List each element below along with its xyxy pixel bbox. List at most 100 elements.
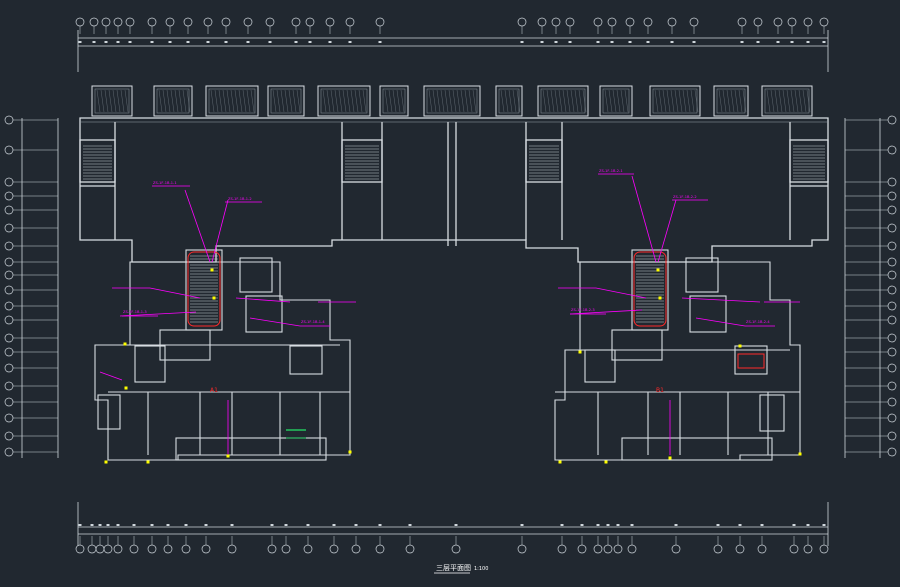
- right-axis-bubbles: [845, 115, 897, 457]
- axis-bubble: [4, 241, 14, 251]
- left-stair-core: [190, 255, 218, 323]
- axis-bubble: [671, 544, 681, 554]
- axis-bubble: [787, 17, 797, 27]
- balcony-window: [379, 85, 409, 117]
- axis-bubble: [643, 17, 653, 27]
- axis-bubble: [101, 17, 111, 27]
- drawing-scale: 1:100: [474, 566, 488, 572]
- axis-bubble: [4, 177, 14, 187]
- balcony-window-blocks: [91, 85, 813, 117]
- axis-bubble: [819, 544, 829, 554]
- axis-bubble: [4, 363, 14, 373]
- stair-treads: [83, 145, 825, 180]
- axis-bubble: [4, 257, 14, 267]
- axis-bubble: [607, 17, 617, 27]
- axis-bubble: [887, 447, 897, 457]
- axis-bubble: [887, 257, 897, 267]
- axis-bubble: [887, 301, 897, 311]
- axis-bubble: [887, 270, 897, 280]
- axis-bubble: [113, 17, 123, 27]
- axis-bubble: [163, 544, 173, 554]
- axis-bubble: [593, 544, 603, 554]
- axis-bubble: [4, 397, 14, 407]
- axis-bubble: [4, 115, 14, 125]
- axis-bubble: [4, 431, 14, 441]
- axis-bubble: [803, 17, 813, 27]
- axis-bubble: [4, 145, 14, 155]
- right-annotation-1: ZS-1F-1B-2-1: [599, 169, 623, 173]
- balcony-window: [713, 85, 749, 117]
- balcony-window: [537, 85, 589, 117]
- axis-bubble: [887, 223, 897, 233]
- drawing-title: 三层平面图: [436, 564, 471, 572]
- balcony-window: [761, 85, 813, 117]
- axis-bubble: [303, 544, 313, 554]
- axis-bubble: [887, 205, 897, 215]
- axis-bubble: [375, 17, 385, 27]
- axis-bubble: [329, 544, 339, 554]
- top-axis-bubbles: [75, 17, 829, 43]
- right-stair-core: [636, 255, 664, 323]
- balcony-window: [317, 85, 371, 117]
- right-annotation-2: ZS-1F-1B-2-2: [673, 195, 697, 199]
- balcony-window: [649, 85, 701, 117]
- left-annotation-3: ZS-1F-1B-1-3: [123, 310, 147, 314]
- axis-bubble: [887, 381, 897, 391]
- axis-bubble: [89, 17, 99, 27]
- axis-bubble: [887, 413, 897, 423]
- axis-bubble: [887, 177, 897, 187]
- left-annotation-2: ZS-1F-1B-1-2: [228, 197, 252, 201]
- axis-bubble: [577, 544, 587, 554]
- left-unit-cluster: [94, 249, 351, 461]
- axis-bubble: [557, 544, 567, 554]
- top-axis-strip: [77, 30, 829, 72]
- axis-bubble: [887, 191, 897, 201]
- axis-bubble: [113, 544, 123, 554]
- axis-bubble: [887, 115, 897, 125]
- axis-bubble: [4, 285, 14, 295]
- axis-bubble: [87, 544, 97, 554]
- axis-bubble: [4, 191, 14, 201]
- left-axis-bubbles: [4, 115, 58, 457]
- drawing-title-block: 三层平面图 1:100: [434, 564, 488, 574]
- balcony-window: [153, 85, 193, 117]
- axis-bubble: [4, 315, 14, 325]
- highlight-outlines: A1 B1: [187, 251, 765, 394]
- axis-bubble: [4, 205, 14, 215]
- axis-bubble: [613, 544, 623, 554]
- axis-bubble: [757, 544, 767, 554]
- axis-bubble: [713, 544, 723, 554]
- axis-bubble: [4, 347, 14, 357]
- left-annotation-1: ZS-1F-1B-1-1: [153, 181, 177, 185]
- axis-bubble: [375, 544, 385, 554]
- bottom-axis-strip: [77, 502, 829, 546]
- axis-bubble: [267, 544, 277, 554]
- axis-bubble: [887, 363, 897, 373]
- axis-bubble: [667, 17, 677, 27]
- axis-bubble: [773, 17, 783, 27]
- right-annotation-4: ZS-1F-1B-2-4: [746, 320, 770, 324]
- axis-bubble: [305, 17, 315, 27]
- axis-bubble: [537, 17, 547, 27]
- right-annotations: [558, 173, 800, 455]
- left-annotations: [99, 185, 356, 455]
- axis-bubble: [221, 17, 231, 27]
- axis-bubble: [103, 544, 113, 554]
- axis-bubble: [887, 431, 897, 441]
- axis-bubble: [689, 17, 699, 27]
- axis-bubble: [351, 544, 361, 554]
- axis-bubble: [95, 544, 105, 554]
- axis-bubble: [887, 397, 897, 407]
- axis-bubble: [227, 544, 237, 554]
- balcony-window: [495, 85, 523, 117]
- axis-bubble: [517, 544, 527, 554]
- svg-text:B1: B1: [656, 387, 664, 394]
- balcony-window: [599, 85, 633, 117]
- right-annotation-3: ZS-1F-1B-2-3: [571, 308, 595, 312]
- anchor-markers: [104, 268, 802, 464]
- axis-bubble: [165, 17, 175, 27]
- balcony-window: [267, 85, 305, 117]
- axis-bubble: [627, 544, 637, 554]
- axis-bubble: [129, 544, 139, 554]
- axis-bubble: [281, 544, 291, 554]
